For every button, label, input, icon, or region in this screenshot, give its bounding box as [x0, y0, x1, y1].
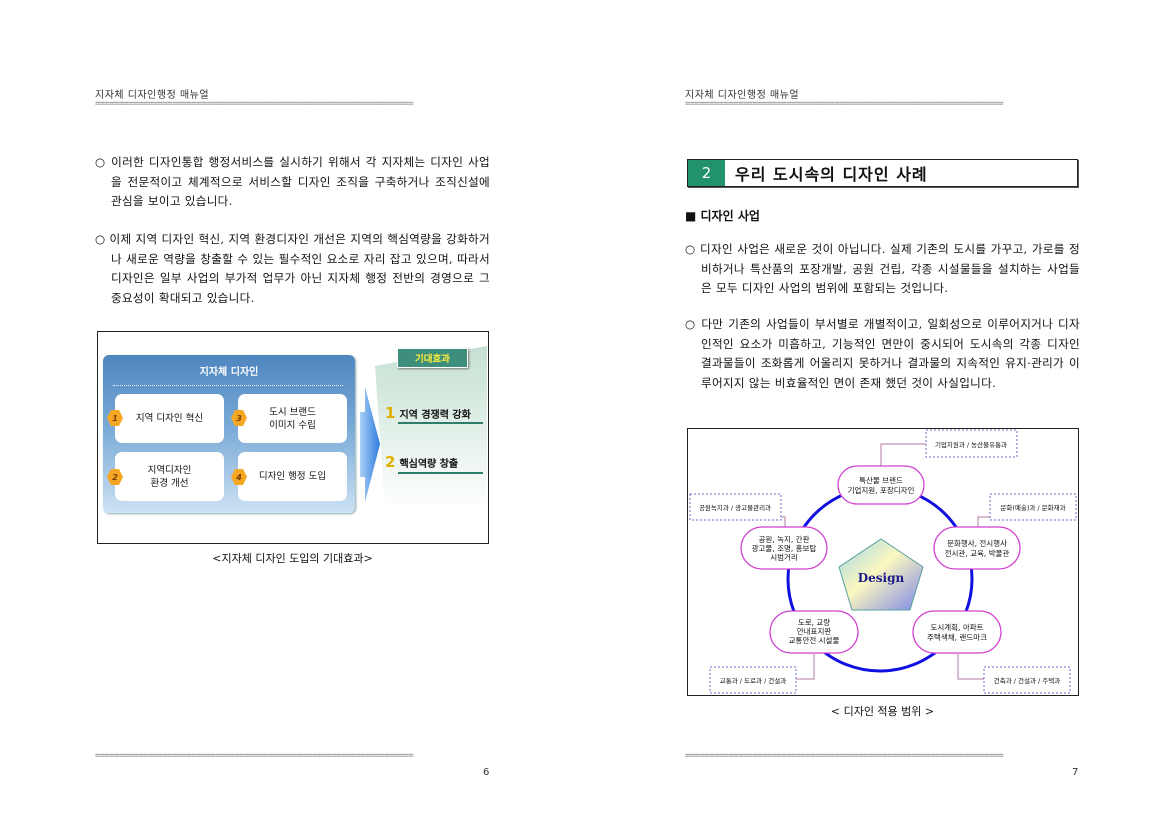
paragraph: ○ 다만 기존의 사업들이 부서별로 개별적이고, 일회성으로 이루어지거나 디… — [685, 317, 1080, 390]
dept-box — [989, 493, 1077, 521]
underline — [398, 422, 483, 424]
badge-2: 2 — [107, 469, 123, 485]
node-text: 공원, 녹지, 간판 — [759, 534, 810, 544]
header-rule: ========================================… — [685, 99, 1004, 109]
connector — [880, 443, 926, 474]
card-1: 지역 디자인 혁신 — [115, 394, 224, 443]
node-text: 전시관, 교육, 박물관 — [945, 548, 1010, 558]
node-text: 도로, 교량 — [798, 618, 830, 627]
design-pentagon — [838, 538, 924, 611]
node-text: 특산물 브랜드 — [859, 475, 903, 485]
dept-box — [709, 666, 797, 694]
node-pill — [933, 526, 1021, 570]
card-text: 디자인 행정 도입 — [258, 471, 327, 482]
section-title-box: 2 우리 도시속의 디자인 사례 — [687, 159, 1078, 187]
figure-caption: < 디자인 적용 범위 > — [830, 705, 935, 718]
running-header: 지자체 디자인행정 매뉴얼 — [95, 90, 210, 101]
page-number: 7 — [1072, 767, 1079, 778]
node-pill — [740, 526, 828, 570]
panel-title: 지자체 디자인 — [199, 367, 259, 378]
badge-3: 3 — [231, 410, 247, 426]
footer-rule: ========================================… — [95, 751, 414, 761]
divider — [113, 385, 343, 386]
arrow-right-icon — [360, 387, 380, 502]
effects-tab: 기대효과 — [397, 348, 468, 368]
node-text: 도시계획, 아파트 — [930, 622, 983, 632]
design-label: Design — [858, 571, 905, 585]
paragraph: ○ 이러한 디자인통합 행정서비스를 실시하기 위해서 각 지자체는 디자인 사… — [95, 155, 490, 208]
connector — [796, 654, 815, 680]
paragraph: ○ 이제 지역 디자인 혁신, 지역 환경디자인 개선은 지역의 핵심역량을 강… — [95, 232, 490, 305]
dept-label: 기업지원과 / 농산물유통과 — [935, 440, 1007, 449]
node-text: 문화행사, 전시행사 — [947, 538, 1007, 548]
node-text: 주택색채, 랜드마크 — [927, 632, 987, 642]
running-header: 지자체 디자인행정 매뉴얼 — [685, 90, 800, 101]
card-text: 도시 브랜드 — [269, 406, 316, 418]
dept-label: 공원녹지과 / 광고물관리과 — [699, 503, 771, 512]
effect-label: 핵심역량 창출 — [399, 458, 459, 470]
node-text: 교통안전 시설물 — [789, 635, 840, 645]
connector — [957, 654, 984, 680]
footer-rule: ========================================… — [685, 751, 1004, 761]
section-number: 2 — [688, 160, 725, 186]
subheading: ■ 디자인 사업 — [685, 209, 760, 223]
design-scope-diagram: Design 특산물 브랜드 기업지원, 포장디자인 문화행사, 전시행사 전시… — [687, 428, 1079, 696]
card-text: 환경 개선 — [150, 477, 189, 489]
paragraph: ○ 디자인 사업은 새로운 것이 아닙니다. 실제 기존의 도시를 가꾸고, 가… — [685, 242, 1080, 295]
badge-1: 1 — [107, 410, 123, 426]
dept-label: 교통과 / 도로과 / 건설과 — [720, 676, 786, 685]
header-rule: ========================================… — [95, 99, 414, 109]
section-title: 우리 도시속의 디자인 사례 — [735, 165, 928, 184]
page-number: 6 — [483, 767, 490, 778]
dept-box — [983, 666, 1071, 694]
dept-label: 문화(예술)과 / 문화재과 — [1000, 503, 1065, 512]
node-text: 기업지원, 포장디자인 — [848, 485, 915, 495]
card-text: 이미지 수립 — [269, 419, 316, 431]
dept-box — [689, 493, 782, 521]
card-text: 지역디자인 — [147, 464, 192, 476]
node-text: 안내표지판 — [797, 626, 832, 636]
node-text: 시범거리 — [770, 552, 798, 562]
design-scope-svg: Design 특산물 브랜드 기업지원, 포장디자인 문화행사, 전시행사 전시… — [689, 429, 1077, 694]
effect-number: 1 — [385, 404, 396, 422]
card-4: 디자인 행정 도입 — [238, 452, 347, 501]
node-pill — [912, 610, 1002, 654]
underline — [398, 472, 483, 474]
node-text: 광고물, 조명, 홍보탑 — [752, 543, 817, 553]
node-pill — [837, 465, 925, 505]
node-pill — [769, 610, 859, 654]
dept-box — [925, 429, 1018, 458]
effect-number: 2 — [385, 453, 396, 471]
figure-caption: <지자체 디자인 도입의 기대효과> — [212, 552, 373, 565]
effect-label: 지역 경쟁력 강화 — [399, 409, 471, 421]
dept-label: 건축과 / 건설과 / 주택과 — [994, 676, 1060, 685]
card-text: 지역 디자인 혁신 — [135, 413, 204, 424]
effects-background — [375, 346, 487, 511]
badge-4: 4 — [231, 469, 247, 485]
